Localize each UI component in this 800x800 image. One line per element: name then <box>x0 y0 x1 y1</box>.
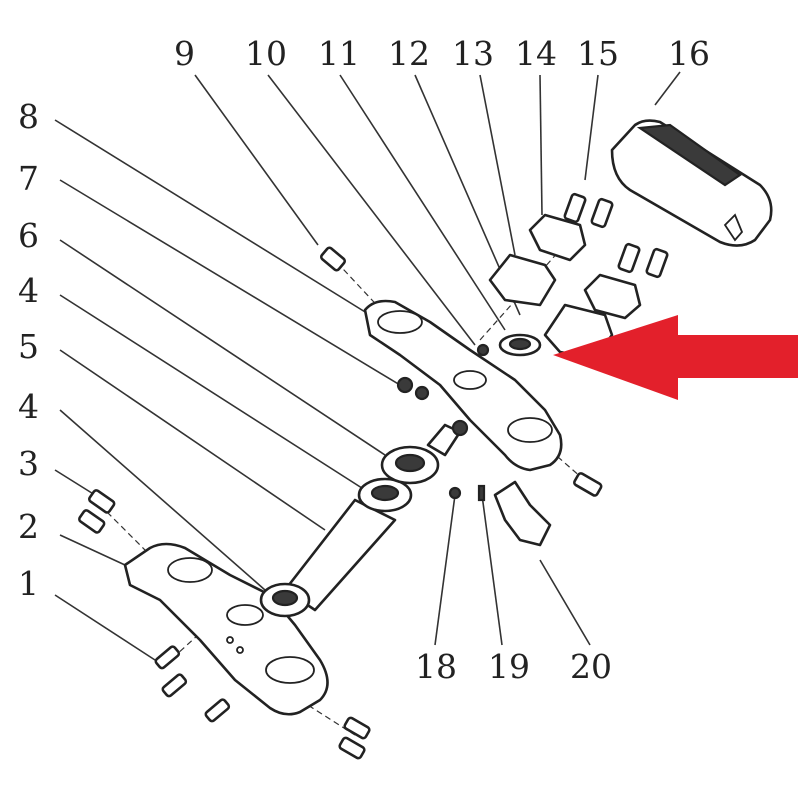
callout-16: 16 <box>668 34 710 73</box>
lower-clamp-bore-left <box>167 557 213 583</box>
red-arrow-icon <box>553 315 798 400</box>
leader-1 <box>54 594 156 661</box>
leader-8 <box>54 119 371 316</box>
lower-clamp-bore-right <box>265 656 315 684</box>
leader-4b <box>59 294 366 491</box>
bearing-upper-inner <box>394 453 426 473</box>
callout-19: 19 <box>488 647 530 686</box>
clamp-13-left <box>488 253 557 307</box>
bolt-3a <box>88 489 116 514</box>
callout-15: 15 <box>577 34 619 73</box>
callout-numbers: 1 2 3 4 5 4 6 7 8 9 10 11 12 13 14 15 16… <box>18 34 710 686</box>
leader-18 <box>434 494 456 646</box>
leader-13 <box>479 74 516 256</box>
bolt-15d <box>645 247 669 279</box>
callout-6: 6 <box>18 216 39 255</box>
bolts <box>78 192 669 760</box>
nut-7 <box>396 376 414 394</box>
nut-7b <box>414 385 430 401</box>
leader-6 <box>59 239 386 456</box>
callout-11: 11 <box>318 34 360 73</box>
bolt-15a <box>563 192 587 224</box>
bearing-lower-inner <box>271 589 299 607</box>
bolt-1b <box>161 673 188 698</box>
callout-2: 2 <box>18 507 39 546</box>
leader-10 <box>267 74 476 346</box>
leader-15 <box>584 74 599 181</box>
upper-clamp-bore-centre <box>453 370 487 390</box>
steering-stem <box>259 498 397 618</box>
nut-centre <box>451 419 469 437</box>
part-18-nut <box>448 486 462 500</box>
leader-7 <box>59 179 401 386</box>
bolt-9 <box>320 246 346 272</box>
leader-9 <box>194 74 319 246</box>
lower-clamp-hole-a <box>226 636 234 644</box>
part-20-bracket <box>493 480 552 547</box>
upper-triple-clamp <box>363 299 563 472</box>
leader-19 <box>481 494 503 646</box>
lower-clamp-body <box>123 542 329 716</box>
leader-3 <box>54 469 96 496</box>
leader-2 <box>59 534 126 566</box>
clamp-14-left <box>528 213 587 262</box>
callout-10: 10 <box>245 34 287 73</box>
small-parts <box>448 480 552 547</box>
bolt-lower-a <box>343 716 371 740</box>
bolt-15c <box>617 242 641 274</box>
handlebar-pad-16 <box>610 119 773 247</box>
lower-clamp-bore-centre <box>226 604 264 626</box>
pad-body <box>610 119 773 247</box>
lower-triple-clamp <box>123 542 329 716</box>
pin-10 <box>476 343 490 357</box>
callout-7: 7 <box>18 159 39 198</box>
handlebar-clamps <box>476 213 642 360</box>
callout-14: 14 <box>515 34 557 73</box>
leader-16 <box>654 71 681 106</box>
callout-4a: 4 <box>18 387 39 426</box>
callout-13: 13 <box>452 34 494 73</box>
part-19-pin <box>477 484 486 502</box>
pad-top-stripe <box>636 123 742 187</box>
bolt-1c <box>204 698 231 723</box>
upper-clamp-bore-right <box>507 417 553 443</box>
callout-18: 18 <box>415 647 457 686</box>
clamp-14-right <box>583 273 642 320</box>
callout-8: 8 <box>18 97 39 136</box>
callout-9: 9 <box>174 34 195 73</box>
leader-20 <box>539 559 591 646</box>
leader-11 <box>339 74 506 331</box>
leader-14 <box>539 74 543 216</box>
bolt-right <box>573 472 603 497</box>
callout-4b: 4 <box>18 271 39 310</box>
upper-bearings <box>357 423 462 513</box>
bolt-1a <box>154 645 181 670</box>
bolt-15b <box>590 197 614 229</box>
bushing-12-inner <box>508 337 532 351</box>
leader-4a <box>59 409 266 591</box>
callout-12: 12 <box>388 34 430 73</box>
callout-3: 3 <box>18 444 39 483</box>
callout-20: 20 <box>570 647 612 686</box>
bearing-middle-inner <box>370 484 400 502</box>
bolt-3b <box>78 509 106 534</box>
upper-clamp-bore-left <box>377 310 423 334</box>
pad-end-slot <box>723 213 744 242</box>
callout-5: 5 <box>18 327 39 366</box>
callout-1: 1 <box>18 564 39 603</box>
leader-5 <box>59 349 326 531</box>
bolt-lower-b <box>338 736 366 760</box>
lower-clamp-hole-b <box>236 646 244 654</box>
